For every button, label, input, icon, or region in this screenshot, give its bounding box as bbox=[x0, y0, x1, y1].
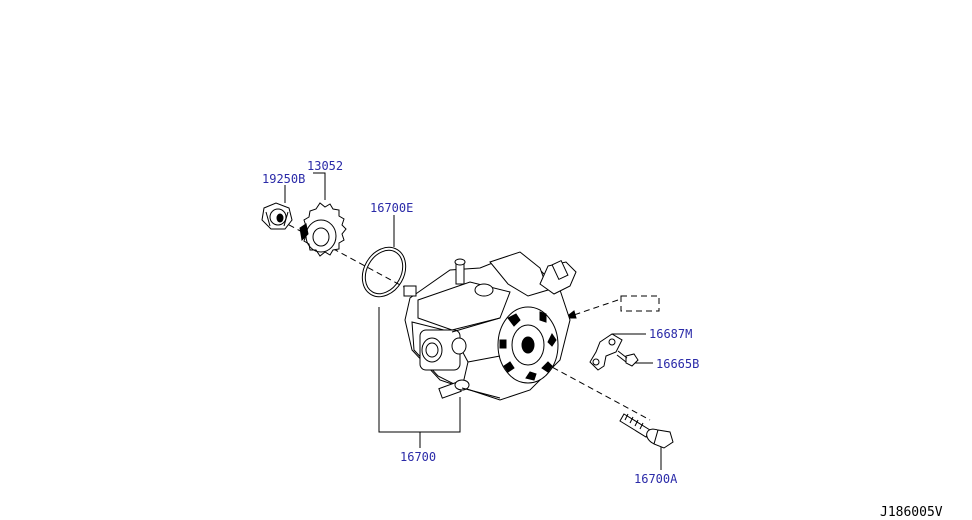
fuel-pump-16700[interactable] bbox=[403, 251, 577, 401]
label-13052[interactable]: 13052 bbox=[307, 159, 343, 173]
bolt-16700A[interactable] bbox=[619, 413, 674, 449]
figure-code: J186005V bbox=[880, 505, 943, 520]
label-16665B[interactable]: 16665B bbox=[656, 357, 699, 371]
label-16687M[interactable]: 16687M bbox=[649, 327, 692, 341]
o-ring-16700E[interactable] bbox=[354, 239, 415, 304]
nut-19250B[interactable] bbox=[261, 202, 293, 230]
label-16700[interactable]: 16700 bbox=[400, 450, 436, 464]
not-shown-part-box bbox=[620, 295, 660, 312]
bolt-16665B[interactable] bbox=[616, 350, 639, 367]
label-16700A[interactable]: 16700A bbox=[634, 472, 678, 486]
gear-13052[interactable] bbox=[299, 202, 347, 257]
label-16700E[interactable]: 16700E bbox=[370, 201, 413, 215]
label-19250B[interactable]: 19250B bbox=[262, 172, 305, 186]
bracket-16687M[interactable] bbox=[589, 333, 623, 371]
leader-lines bbox=[284, 172, 662, 470]
